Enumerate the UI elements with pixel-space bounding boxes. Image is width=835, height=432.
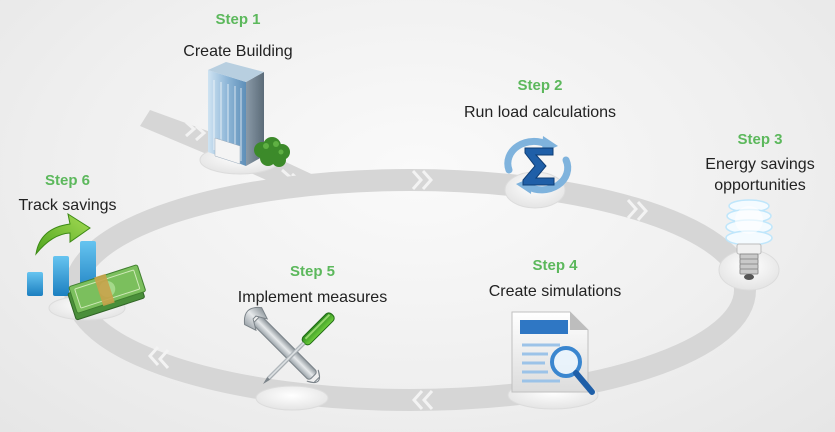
step-1-number: Step 1: [215, 11, 261, 28]
step-2: Step 2 Run load calculations: [440, 77, 640, 123]
step-5: Step 5 Implement measures: [220, 263, 405, 308]
wrench-screwdriver-icon: [243, 306, 335, 384]
step-3-number: Step 3: [737, 131, 783, 148]
step-1: Step 1 Create Building: [168, 11, 308, 62]
step-2-number: Step 2: [517, 77, 563, 94]
step-3-label-line-2: opportunities: [714, 177, 806, 194]
building-icon: [208, 62, 290, 167]
loop-direction-chevrons: [147, 170, 649, 410]
step-3-label: Energy savings opportunities: [690, 154, 830, 196]
step-4: Step 4 Create simulations: [470, 257, 640, 302]
step-1-label: Create Building: [183, 43, 293, 60]
cfl-bulb-icon: [725, 199, 773, 280]
step-3-label-line-1: Energy savings: [705, 156, 815, 173]
step-5-number: Step 5: [289, 263, 335, 280]
step-6-number: Step 6: [44, 172, 90, 189]
growth-chart-money-icon: [27, 212, 146, 321]
step-3: Step 3 Energy savings opportunities: [690, 131, 830, 196]
step-6-label: Track savings: [18, 197, 117, 214]
step-5-label: Implement measures: [237, 289, 388, 306]
step-4-number: Step 4: [532, 257, 578, 274]
sigma-refresh-icon: [504, 136, 572, 194]
step-6: Step 6 Track savings: [10, 172, 125, 216]
step-4-label: Create simulations: [488, 283, 622, 300]
step-2-label: Run load calculations: [463, 104, 617, 121]
document-magnifier-icon: [511, 311, 595, 395]
